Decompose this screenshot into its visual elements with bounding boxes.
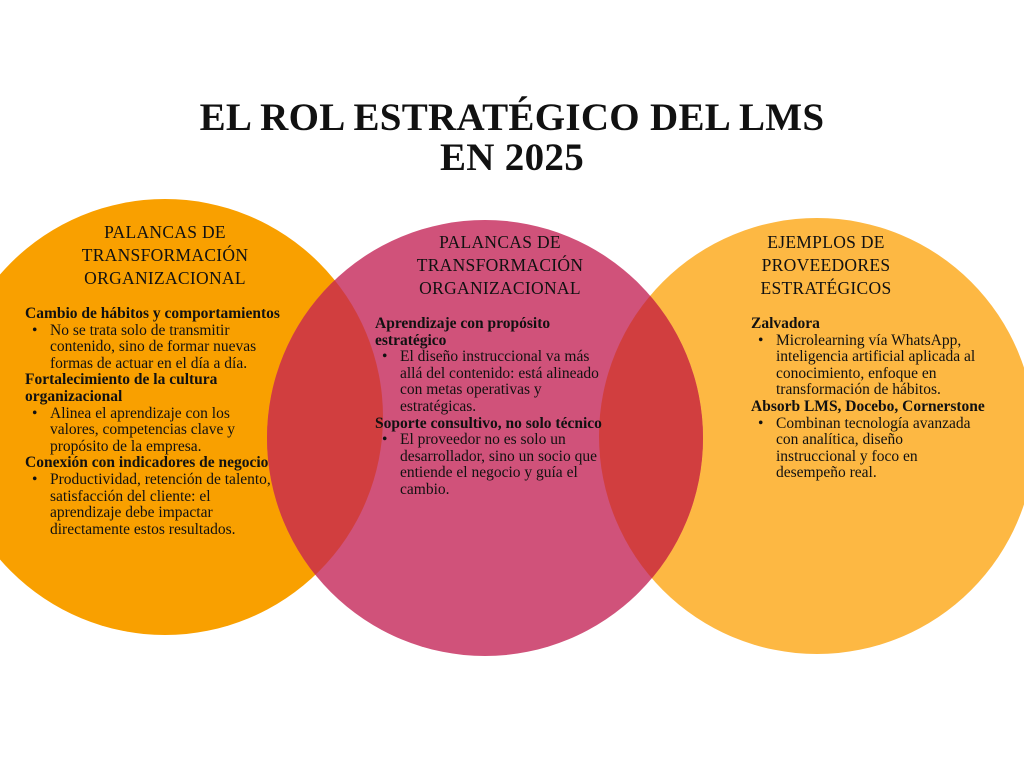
heading-line: TRANSFORMACIÓN xyxy=(416,255,584,275)
heading-line: PALANCAS DE xyxy=(439,232,561,252)
section-title: Cambio de hábitos y comportamientos xyxy=(25,305,280,322)
heading-line: PROVEEDORES xyxy=(761,255,891,275)
section-title: Conexión con indicadores de negocio xyxy=(25,454,269,472)
section-title: Absorb LMS, Docebo, Cornerstone xyxy=(751,397,985,415)
section-title: Soporte consultivo, no solo técnico xyxy=(375,414,602,432)
page-title: EL ROL ESTRATÉGICO DEL LMS EN 2025 xyxy=(0,98,1024,178)
heading-line: ORGANIZACIONAL xyxy=(84,268,246,288)
bullet-item: Combinan tecnología avanzada con analíti… xyxy=(751,415,986,482)
left-column: PALANCAS DE TRANSFORMACIÓN ORGANIZACIONA… xyxy=(25,221,280,538)
section-title: Aprendizaje con propósito estratégico xyxy=(375,315,551,349)
center-column: PALANCAS DE TRANSFORMACIÓN ORGANIZACIONA… xyxy=(375,231,615,499)
right-column: EJEMPLOS DE PROVEEDORES ESTRATÉGICOS Zal… xyxy=(751,231,986,482)
left-heading: PALANCAS DE TRANSFORMACIÓN ORGANIZACIONA… xyxy=(15,221,315,290)
heading-line: TRANSFORMACIÓN xyxy=(81,245,249,265)
title-line-1: EL ROL ESTRATÉGICO DEL LMS xyxy=(199,96,825,139)
bullet-item: El diseño instruccional va más allá del … xyxy=(375,348,615,415)
section-title: Fortalecimiento de la cultura organizaci… xyxy=(25,371,218,405)
heading-line: EJEMPLOS DE xyxy=(767,232,885,252)
bullet-item: El proveedor no es solo un desarrollador… xyxy=(375,431,615,498)
bullet-item: Microlearning vía WhatsApp, inteligencia… xyxy=(751,332,986,399)
right-heading: EJEMPLOS DE PROVEEDORES ESTRATÉGICOS xyxy=(751,231,901,300)
bullet-item: Productividad, retención de talento, sat… xyxy=(25,471,280,538)
center-heading: PALANCAS DE TRANSFORMACIÓN ORGANIZACIONA… xyxy=(375,231,625,300)
section-title: Zalvadora xyxy=(751,315,820,332)
heading-line: PALANCAS DE xyxy=(104,222,226,242)
title-line-2: EN 2025 xyxy=(439,136,585,179)
heading-line: ORGANIZACIONAL xyxy=(419,278,581,298)
bullet-item: Alinea el aprendizaje con los valores, c… xyxy=(25,405,280,456)
heading-line: ESTRATÉGICOS xyxy=(760,278,892,298)
bullet-item: No se trata solo de transmitir contenido… xyxy=(25,322,280,373)
